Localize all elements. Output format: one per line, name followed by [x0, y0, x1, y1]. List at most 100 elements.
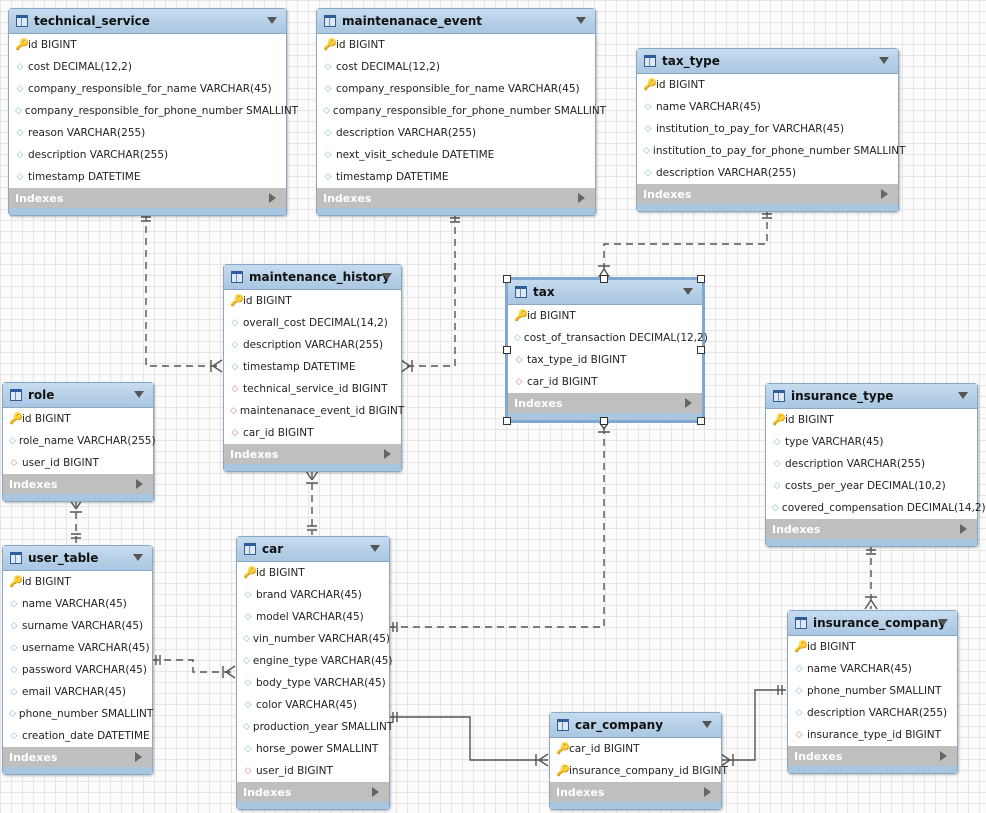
- expand-arrow-icon[interactable]: [372, 787, 379, 797]
- column-row[interactable]: ◇description VARCHAR(255): [766, 453, 977, 475]
- expand-arrow-icon[interactable]: [940, 751, 947, 761]
- column-row[interactable]: ◇surname VARCHAR(45): [3, 615, 152, 637]
- column-row[interactable]: ◇car_id BIGINT: [224, 422, 401, 444]
- table-header[interactable]: car: [237, 537, 389, 562]
- table-header[interactable]: tax: [508, 280, 702, 305]
- indexes-section[interactable]: Indexes: [9, 188, 286, 208]
- column-row[interactable]: ◇company_responsible_for_name VARCHAR(45…: [9, 78, 286, 100]
- column-row[interactable]: 🔑id BIGINT: [766, 409, 977, 431]
- column-row[interactable]: ◇reason VARCHAR(255): [9, 122, 286, 144]
- expand-arrow-icon[interactable]: [136, 479, 143, 489]
- table-header[interactable]: car_company: [550, 713, 721, 738]
- column-row[interactable]: ◇name VARCHAR(45): [3, 593, 152, 615]
- column-row[interactable]: ◇production_year SMALLINT: [237, 716, 393, 738]
- table-technical-service[interactable]: technical_service🔑id BIGINT◇cost DECIMAL…: [8, 8, 298, 216]
- column-row[interactable]: 🔑id BIGINT: [317, 34, 595, 56]
- column-row[interactable]: 🔑insurance_company_id BIGINT: [550, 760, 728, 782]
- collapse-arrow-icon[interactable]: [133, 554, 143, 561]
- column-row[interactable]: ◇technical_service_id BIGINT: [224, 378, 401, 400]
- column-row[interactable]: ◇company_responsible_for_phone_number SM…: [317, 100, 606, 122]
- column-row[interactable]: ◇next_visit_schedule DATETIME: [317, 144, 595, 166]
- indexes-section[interactable]: Indexes: [637, 184, 898, 204]
- column-row[interactable]: ◇institution_to_pay_for VARCHAR(45): [637, 118, 898, 140]
- column-row[interactable]: ◇engine_type VARCHAR(45): [237, 650, 393, 672]
- collapse-arrow-icon[interactable]: [683, 288, 693, 295]
- column-row[interactable]: ◇company_responsible_for_phone_number SM…: [9, 100, 298, 122]
- indexes-section[interactable]: Indexes: [766, 519, 977, 539]
- expand-arrow-icon[interactable]: [135, 752, 142, 762]
- resize-handle[interactable]: [503, 417, 511, 425]
- table-car[interactable]: car🔑id BIGINT◇brand VARCHAR(45)◇model VA…: [236, 536, 393, 810]
- column-row[interactable]: ◇phone_number SMALLINT: [788, 680, 957, 702]
- column-row[interactable]: 🔑id BIGINT: [508, 305, 702, 327]
- table-insurance-company[interactable]: insurance_company🔑id BIGINT◇name VARCHAR…: [787, 610, 958, 774]
- expand-arrow-icon[interactable]: [881, 189, 888, 199]
- column-row[interactable]: ◇model VARCHAR(45): [237, 606, 389, 628]
- resize-handle[interactable]: [600, 275, 608, 283]
- column-row[interactable]: ◇horse_power SMALLINT: [237, 738, 389, 760]
- table-tax-type[interactable]: tax_type🔑id BIGINT◇name VARCHAR(45)◇inst…: [636, 48, 906, 212]
- indexes-section[interactable]: Indexes: [550, 782, 721, 802]
- column-row[interactable]: 🔑car_id BIGINT: [550, 738, 721, 760]
- table-header[interactable]: tax_type: [637, 49, 898, 74]
- column-row[interactable]: ◇user_id BIGINT: [3, 452, 153, 474]
- indexes-section[interactable]: Indexes: [317, 188, 595, 208]
- column-row[interactable]: ◇description VARCHAR(255): [788, 702, 957, 724]
- column-row[interactable]: 🔑id BIGINT: [3, 571, 152, 593]
- table-header[interactable]: user_table: [3, 546, 152, 571]
- column-row[interactable]: ◇timestamp DATETIME: [9, 166, 286, 188]
- column-row[interactable]: ◇type VARCHAR(45): [766, 431, 977, 453]
- column-row[interactable]: 🔑id BIGINT: [9, 34, 286, 56]
- column-row[interactable]: ◇name VARCHAR(45): [788, 658, 957, 680]
- column-row[interactable]: ◇covered_compensation DECIMAL(14,2): [766, 497, 986, 519]
- table-tax[interactable]: tax🔑id BIGINT◇cost_of_transaction DECIMA…: [507, 279, 708, 421]
- column-row[interactable]: ◇role_name VARCHAR(255): [3, 430, 156, 452]
- column-row[interactable]: 🔑id BIGINT: [3, 408, 153, 430]
- column-row[interactable]: ◇cost_of_transaction DECIMAL(12,2): [508, 327, 708, 349]
- indexes-section[interactable]: Indexes: [788, 746, 957, 766]
- table-header[interactable]: insurance_company: [788, 611, 957, 636]
- column-row[interactable]: 🔑id BIGINT: [237, 562, 389, 584]
- column-row[interactable]: ◇tax_type_id BIGINT: [508, 349, 702, 371]
- column-row[interactable]: ◇cost DECIMAL(12,2): [317, 56, 595, 78]
- table-user-table[interactable]: user_table🔑id BIGINT◇name VARCHAR(45)◇su…: [2, 545, 153, 775]
- column-row[interactable]: ◇color VARCHAR(45): [237, 694, 389, 716]
- column-row[interactable]: ◇timestamp DATETIME: [317, 166, 595, 188]
- column-row[interactable]: ◇car_id BIGINT: [508, 371, 702, 393]
- column-row[interactable]: ◇insurance_type_id BIGINT: [788, 724, 957, 746]
- column-row[interactable]: ◇description VARCHAR(255): [637, 162, 898, 184]
- column-row[interactable]: ◇description VARCHAR(255): [317, 122, 595, 144]
- table-header[interactable]: technical_service: [9, 9, 286, 34]
- table-header[interactable]: insurance_type: [766, 384, 977, 409]
- table-role[interactable]: role🔑id BIGINT◇role_name VARCHAR(255)◇us…: [2, 382, 156, 502]
- expand-arrow-icon[interactable]: [704, 787, 711, 797]
- collapse-arrow-icon[interactable]: [370, 545, 380, 552]
- resize-handle[interactable]: [503, 346, 511, 354]
- column-row[interactable]: ◇user_id BIGINT: [237, 760, 389, 782]
- column-row[interactable]: ◇vin_number VARCHAR(45): [237, 628, 390, 650]
- expand-arrow-icon[interactable]: [685, 398, 692, 408]
- column-row[interactable]: ◇password VARCHAR(45): [3, 659, 152, 681]
- column-row[interactable]: ◇costs_per_year DECIMAL(10,2): [766, 475, 977, 497]
- expand-arrow-icon[interactable]: [384, 449, 391, 459]
- indexes-section[interactable]: Indexes: [3, 747, 152, 767]
- table-car-company[interactable]: car_company🔑car_id BIGINT🔑insurance_comp…: [549, 712, 728, 810]
- table-header[interactable]: maintenance_history: [224, 265, 401, 290]
- indexes-section[interactable]: Indexes: [508, 393, 702, 413]
- resize-handle[interactable]: [503, 275, 511, 283]
- collapse-arrow-icon[interactable]: [702, 721, 712, 728]
- indexes-section[interactable]: Indexes: [3, 474, 153, 494]
- column-row[interactable]: ◇username VARCHAR(45): [3, 637, 152, 659]
- column-row[interactable]: 🔑id BIGINT: [224, 290, 401, 312]
- expand-arrow-icon[interactable]: [269, 193, 276, 203]
- column-row[interactable]: ◇creation_date DATETIME: [3, 725, 152, 747]
- column-row[interactable]: ◇institution_to_pay_for_phone_number SMA…: [637, 140, 906, 162]
- indexes-section[interactable]: Indexes: [224, 444, 401, 464]
- expand-arrow-icon[interactable]: [578, 193, 585, 203]
- table-header[interactable]: role: [3, 383, 153, 408]
- table-maintenanace-event[interactable]: maintenanace_event🔑id BIGINT◇cost DECIMA…: [316, 8, 606, 216]
- collapse-arrow-icon[interactable]: [958, 392, 968, 399]
- column-row[interactable]: 🔑id BIGINT: [788, 636, 957, 658]
- resize-handle[interactable]: [600, 417, 608, 425]
